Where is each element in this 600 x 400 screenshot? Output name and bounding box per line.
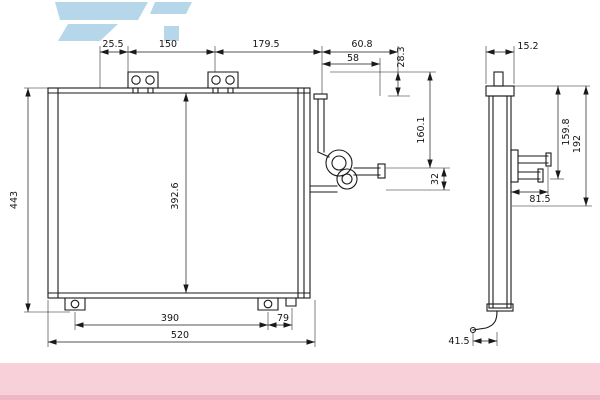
dim-label-bracket-span: 150 xyxy=(159,39,177,50)
receiver-drier-pipes xyxy=(309,93,386,193)
front-dimension-lines xyxy=(25,49,447,345)
footer-bar xyxy=(0,363,600,400)
dim-label-pipe-offset-inner: 58 xyxy=(347,53,359,64)
dim-label-core-height: 392.6 xyxy=(170,182,181,209)
condenser-core xyxy=(47,87,311,299)
side-dimension-labels: 15.2 159.8 192 81.5 41.5 xyxy=(448,41,583,347)
front-extension-lines xyxy=(24,46,450,347)
front-view: 25.5 150 179.5 60.8 58 28.3 443 392.6 16… xyxy=(9,39,450,347)
dim-label-bracket-to-pipe: 179.5 xyxy=(252,39,279,50)
dim-label-pipe-offset-outer: 60.8 xyxy=(351,39,372,50)
side-body xyxy=(485,71,515,312)
front-dimension-labels: 25.5 150 179.5 60.8 58 28.3 443 392.6 16… xyxy=(9,39,441,341)
side-view: 15.2 159.8 192 81.5 41.5 xyxy=(448,41,592,347)
dim-label-pipe-center-height: 160.1 xyxy=(416,116,427,143)
bottom-foot-right xyxy=(257,297,297,311)
dim-label-foot-span: 390 xyxy=(161,313,179,324)
dim-label-overall-width: 520 xyxy=(171,330,189,341)
top-bracket-right xyxy=(207,71,239,94)
dim-label-foot-to-edge: 79 xyxy=(277,313,289,324)
dim-label-inlet-drop: 28.3 xyxy=(396,46,407,67)
top-bracket-left xyxy=(127,71,159,94)
dim-label-pipe-top-drop: 159.8 xyxy=(561,118,572,145)
dim-label-pipe-bottom-drop: 192 xyxy=(572,135,583,153)
side-pipe-fittings xyxy=(510,149,552,183)
bottom-foot-left xyxy=(64,297,86,311)
side-bottom-hook xyxy=(469,310,498,334)
dim-label-pipe-length: 81.5 xyxy=(529,194,550,205)
dim-label-overall-height: 443 xyxy=(9,191,20,209)
dim-label-top-offset: 25.5 xyxy=(102,39,123,50)
watermark-logo-icon xyxy=(55,2,192,41)
side-dimension-lines xyxy=(473,49,589,344)
dim-label-foot-offset: 41.5 xyxy=(448,336,469,347)
dim-label-depth: 15.2 xyxy=(517,41,538,52)
dim-label-pipe-spacing: 32 xyxy=(430,173,441,185)
